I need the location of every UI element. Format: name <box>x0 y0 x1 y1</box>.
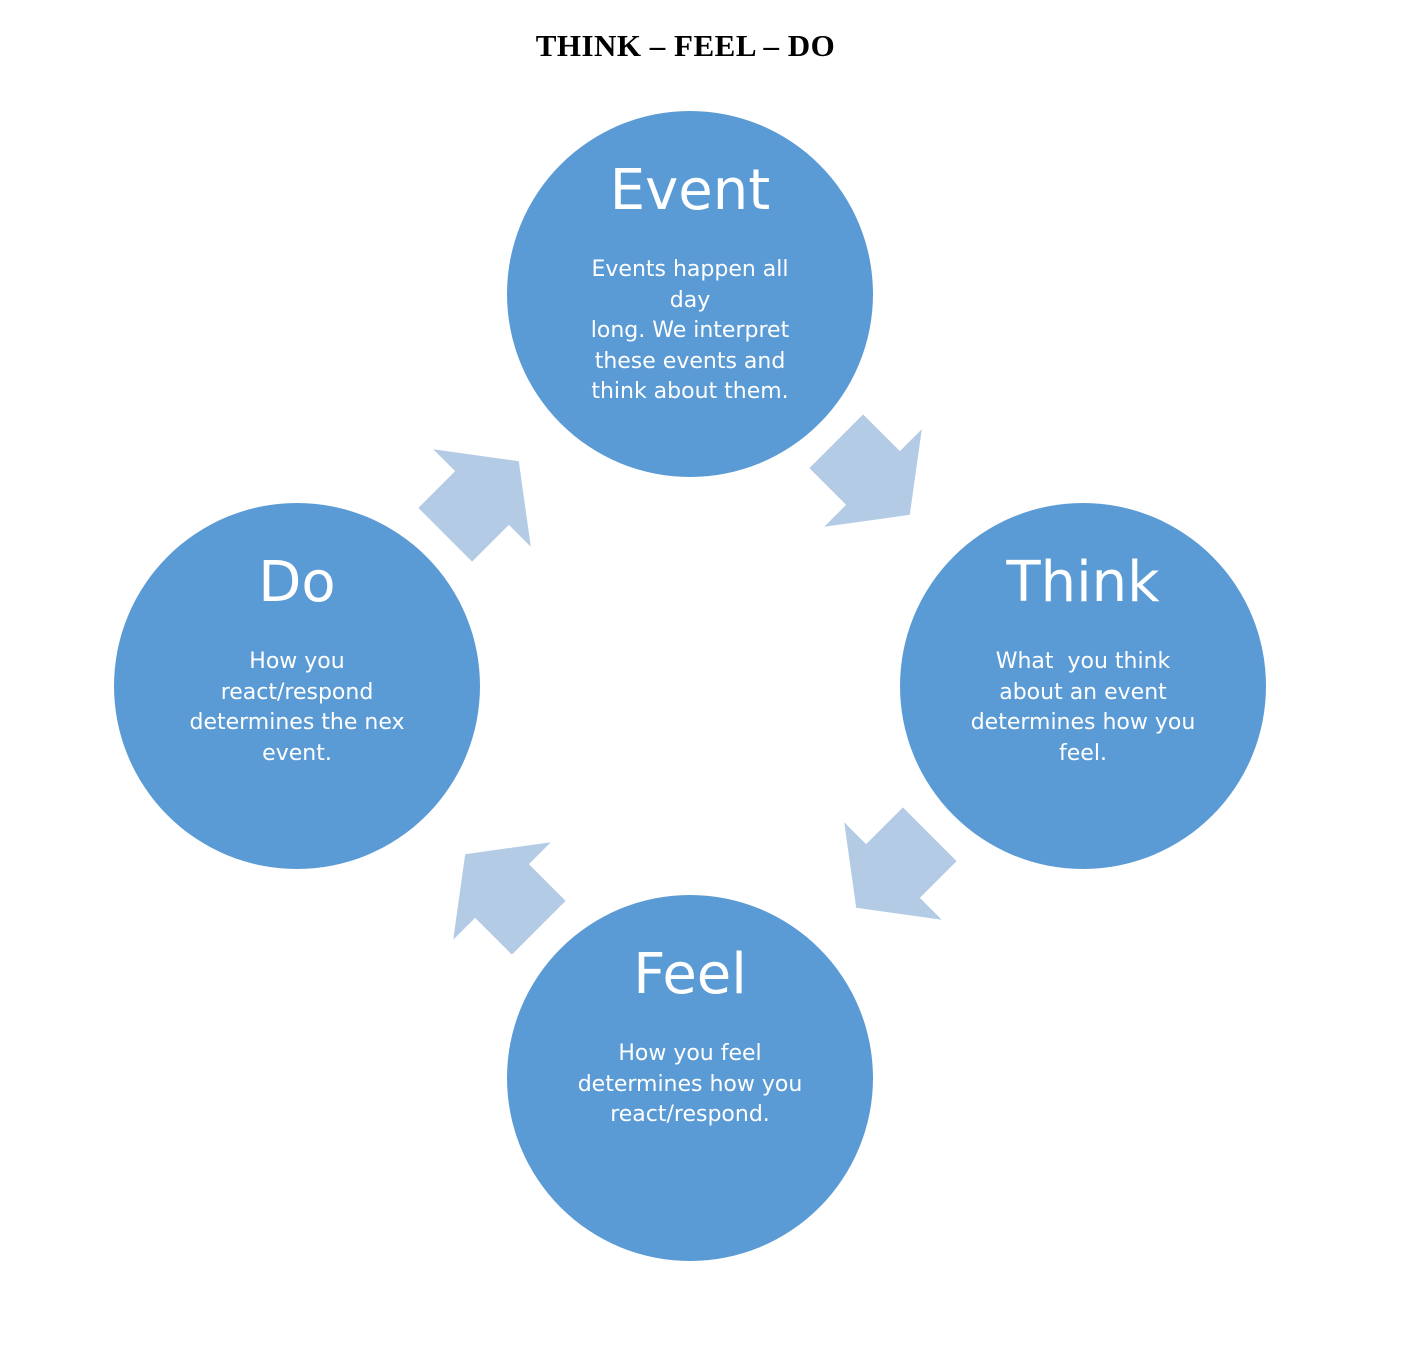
page-title: THINK – FEEL – DO <box>535 28 836 63</box>
node-think-description: What you think about an event determines… <box>952 647 1214 769</box>
node-event-line: think about them. <box>591 379 789 404</box>
node-do: Do How you react/respond determines the … <box>114 503 480 869</box>
node-think-line: determines how you <box>970 710 1196 735</box>
node-do-line: determines the nex <box>189 710 405 735</box>
node-feel-line: determines how you <box>577 1071 803 1097</box>
node-think-heading: Think <box>1006 550 1160 615</box>
arrow-event-to-think <box>809 414 922 527</box>
node-think-line: What you think <box>995 649 1171 674</box>
node-event-heading: Event <box>609 158 771 223</box>
node-event-line: long. We interpret <box>590 318 790 343</box>
node-event-line: Events happen all day <box>591 257 789 313</box>
node-do-description: How you react/respond determines the nex… <box>166 647 428 769</box>
node-feel-description: How you feel determines how you react/re… <box>559 1039 821 1131</box>
arrow-feel-to-do <box>453 842 566 955</box>
node-do-line: How you <box>249 649 345 674</box>
node-event-line: these events and <box>594 348 786 374</box>
node-event: Event Events happen all day long. We int… <box>507 111 873 477</box>
node-feel-line: How you feel <box>618 1041 762 1066</box>
node-feel: Feel How you feel determines how you rea… <box>507 895 873 1261</box>
node-do-line: event. <box>262 740 332 766</box>
node-think-line: feel. <box>1059 740 1107 766</box>
arrow-do-to-event <box>418 449 531 562</box>
node-feel-heading: Feel <box>633 942 747 1007</box>
node-do-heading: Do <box>258 550 336 615</box>
node-think: Think What you think about an event dete… <box>900 503 1266 869</box>
node-event-description: Events happen all day long. We interpret… <box>570 255 810 408</box>
node-do-line: react/respond <box>220 679 374 705</box>
node-think-line: about an event <box>999 679 1167 705</box>
node-feel-line: react/respond. <box>610 1102 770 1127</box>
arrow-think-to-feel <box>844 807 957 920</box>
